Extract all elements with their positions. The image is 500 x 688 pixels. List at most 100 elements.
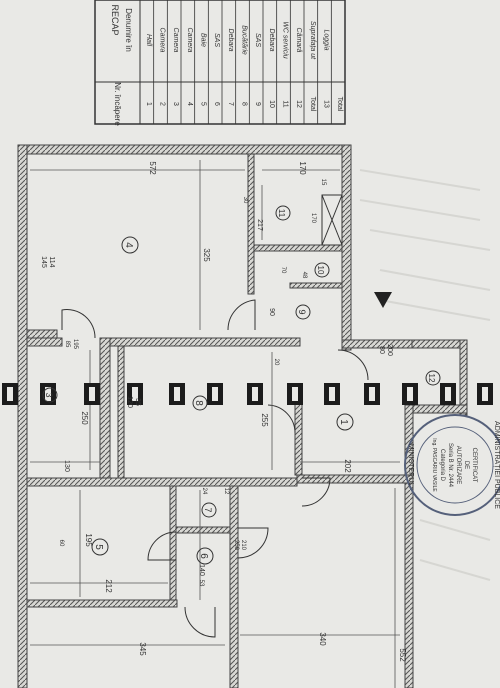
table-row-nr: 1: [145, 102, 152, 106]
room-3-label: 3: [44, 392, 54, 397]
table-row-nr: 10: [268, 100, 275, 108]
table-row-name: Camera: [159, 28, 166, 53]
dim-202: 202: [343, 459, 352, 473]
table-col-nr-header: Nr. încăpere: [113, 82, 122, 126]
dim-15: 15: [320, 179, 326, 186]
table-row-nr: 5: [200, 102, 207, 106]
stamp-line-2: DE: [463, 461, 469, 469]
dim-340: 340: [318, 632, 327, 646]
dim-80: 80: [378, 346, 385, 354]
dim-552: 552: [398, 648, 407, 662]
table-row-nr: 8: [241, 102, 248, 106]
dim-255: 255: [260, 413, 269, 427]
dim-114: 114: [48, 256, 55, 267]
dim-170: 170: [298, 161, 307, 175]
dim-30: 30: [242, 197, 248, 204]
dim-325: 325: [202, 248, 211, 262]
stamp-bottom-text: MINISTERUL: [407, 444, 414, 487]
room-4-label: 4: [123, 242, 134, 248]
table-row-name: Baie: [200, 33, 207, 47]
table-row-name: WC serviciu: [282, 21, 289, 58]
dim-250: 250: [80, 411, 89, 425]
table-row-name: Camera: [186, 28, 193, 53]
dimension-labels: 572 170 325 217 145 114 85 195 250 130 1…: [40, 161, 407, 662]
dim-145: 145: [40, 256, 47, 268]
table-row-name: Debara: [268, 29, 275, 52]
stamp-top-text: ADMINISTRAȚIEI PUBLICE: [493, 421, 500, 509]
room-11-hatch: [321, 194, 343, 246]
dim-24: 24: [201, 488, 207, 495]
dim-60: 60: [58, 540, 64, 547]
dim-250b: 250: [233, 540, 239, 551]
dim-217: 217: [256, 219, 263, 231]
section-marker-inner: [7, 387, 13, 401]
table-row-nr: Total: [336, 97, 343, 112]
dim-85: 85: [64, 341, 70, 348]
table-row-nr: 2: [159, 102, 166, 106]
stamp-line-4: Seria B Nr. 2444: [447, 443, 453, 488]
table-title: RECAP: [110, 4, 120, 35]
authorization-stamp: ADMINISTRAȚIEI PUBLICE MINISTERUL CERTIF…: [404, 414, 500, 516]
dim-12: 12: [223, 488, 229, 495]
dim-210: 210: [240, 540, 246, 551]
section-marker-inner: [445, 387, 451, 401]
room-5-label: 5: [93, 544, 104, 550]
section-marker-inner: [482, 387, 488, 401]
room-11-label: 11: [277, 209, 286, 218]
dim-20: 20: [273, 359, 279, 366]
dim-345: 345: [138, 642, 147, 656]
section-marker-inner: [369, 387, 375, 401]
dimension-lines: [30, 160, 400, 688]
room-8-label: 8: [193, 400, 204, 406]
dim-200: 200: [386, 344, 393, 356]
section-marker-inner: [89, 387, 95, 401]
table-row-name: Loggia: [323, 29, 330, 50]
table-row-name: Debara: [227, 29, 234, 52]
table-row-nr: 11: [282, 100, 289, 107]
recap-table: Nr. încăpere RECAP Denumire în 1 Hall 2 Cam…: [94, 0, 346, 126]
table-row-nr: 3: [172, 102, 179, 106]
section-marker-inner: [329, 387, 335, 401]
table-rows: 1Hall2Camera3Camera4Camera5Baie6SAS7Deba…: [145, 21, 343, 112]
stamp-line-5: Categoria D: [439, 449, 445, 482]
dim-70: 70: [280, 267, 286, 274]
table-row-name: Cămară: [295, 28, 302, 53]
table-row-nr: 4: [186, 102, 193, 106]
stamp-line-6: Ing. PASCARIU VASILE: [431, 438, 437, 492]
north-arrow-icon: [374, 292, 392, 308]
table-col-name-header: Denumire în: [124, 8, 133, 52]
section-marker-inner: [292, 387, 298, 401]
dim-170b: 170: [310, 213, 316, 224]
dim-120: 120: [126, 396, 133, 408]
dim-130: 130: [63, 460, 70, 472]
dim-90: 90: [268, 308, 275, 316]
dim-140: 140: [198, 564, 205, 576]
table-row-nr: 7: [227, 102, 234, 106]
dim-48: 48: [301, 272, 307, 279]
table-row-name: SAS: [213, 33, 220, 47]
room-1-label: 1: [338, 419, 349, 425]
dim-53: 53: [198, 580, 204, 587]
stamp-line-1: CERTIFICAT: [471, 448, 477, 483]
table-row-nr: 13: [323, 100, 330, 108]
table-row-nr: 12: [295, 100, 302, 108]
background-text-lines: [359, 169, 491, 581]
doors: [61, 299, 369, 638]
room-10-label: 10: [316, 266, 325, 275]
stamp-line-3: AUTORIZARE: [455, 446, 461, 485]
room-9-label: 9: [297, 309, 307, 314]
table-row-nr: 6: [213, 102, 220, 106]
table-row-nr: Total: [309, 97, 316, 112]
table-row-nr: 9: [254, 102, 261, 106]
section-marker-inner: [174, 387, 180, 401]
dim-195: 195: [84, 533, 93, 547]
room-12-label: 12: [427, 374, 436, 383]
table-row-name: Suprafața ut: [309, 21, 316, 60]
section-marker-inner: [407, 387, 413, 401]
room-7-label: 7: [203, 507, 213, 512]
section-marker-inner: [212, 387, 218, 401]
table-row-name: Hall: [145, 34, 152, 47]
dim-572: 572: [148, 161, 157, 175]
dim-35: 35: [134, 398, 141, 406]
